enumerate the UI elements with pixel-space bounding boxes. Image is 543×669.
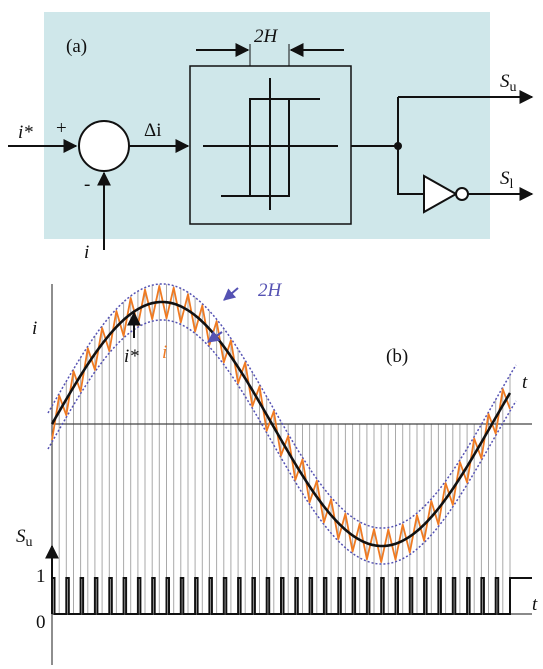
time-axis-top-label: t [522, 372, 528, 393]
switching-instants [51, 284, 511, 614]
summing-junction [78, 120, 130, 172]
current-axis-label: i [32, 318, 37, 339]
panel-a-label: (a) [66, 36, 87, 57]
time-axis-bottom-label: t [532, 594, 538, 615]
error-signal-label: Δi [144, 120, 162, 141]
upper-switch-signal [51, 577, 532, 615]
hysteresis-loop-symbol [203, 78, 338, 210]
lower-switch-path [397, 146, 424, 195]
hysteresis-band-upper [47, 283, 517, 529]
panel-b-waveforms: i t t (b) Su 1 0 i* i 2H [16, 280, 538, 665]
lower-switch-label: Sl [500, 168, 514, 192]
panel-a-block-diagram: (a) i* + - i Δi 2H Su [8, 12, 534, 263]
inverter-gate [423, 174, 459, 214]
level-one-label: 1 [36, 566, 46, 587]
hysteresis-width-label: 2H [254, 26, 279, 47]
hysteresis-band-lower [47, 319, 517, 565]
minus-sign: - [84, 174, 90, 195]
switch-axis-label: Su [16, 526, 33, 550]
upper-switch-label: Su [500, 71, 517, 95]
actual-curve-label: i [162, 342, 167, 363]
actual-current-waveform [51, 285, 511, 563]
level-zero-label: 0 [36, 612, 46, 633]
reference-curve-label: i* [124, 346, 139, 367]
band-pointer-lower [207, 330, 223, 343]
reference-input-label: i* [18, 122, 33, 143]
inverter-bubble [455, 187, 469, 201]
plus-sign: + [56, 118, 67, 139]
panel-b-label: (b) [386, 346, 408, 367]
band-width-label: 2H [258, 280, 283, 301]
band-pointer-upper [223, 287, 239, 301]
feedback-label: i [84, 242, 89, 263]
